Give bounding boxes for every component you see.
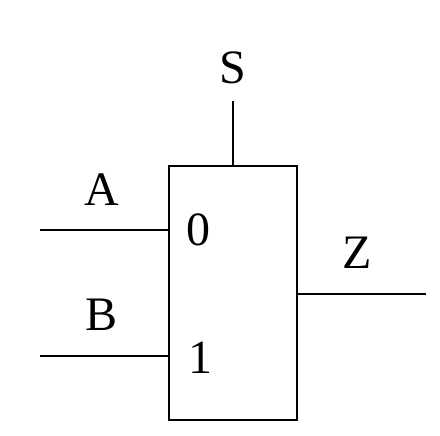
output-z-label: Z: [342, 226, 371, 279]
port-0-label: 0: [186, 203, 210, 256]
input-b-label: B: [85, 288, 117, 341]
select-label: S: [219, 41, 246, 94]
input-a-label: A: [84, 163, 119, 216]
port-1-label: 1: [188, 331, 212, 384]
mux-body: [168, 165, 298, 421]
